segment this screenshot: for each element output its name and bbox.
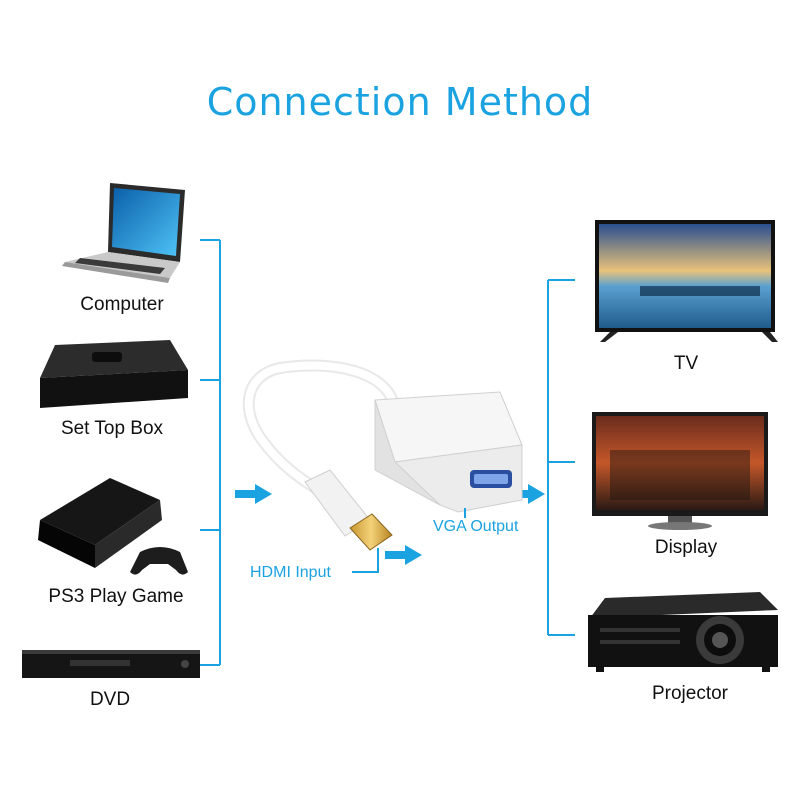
callout-lines bbox=[0, 0, 800, 800]
